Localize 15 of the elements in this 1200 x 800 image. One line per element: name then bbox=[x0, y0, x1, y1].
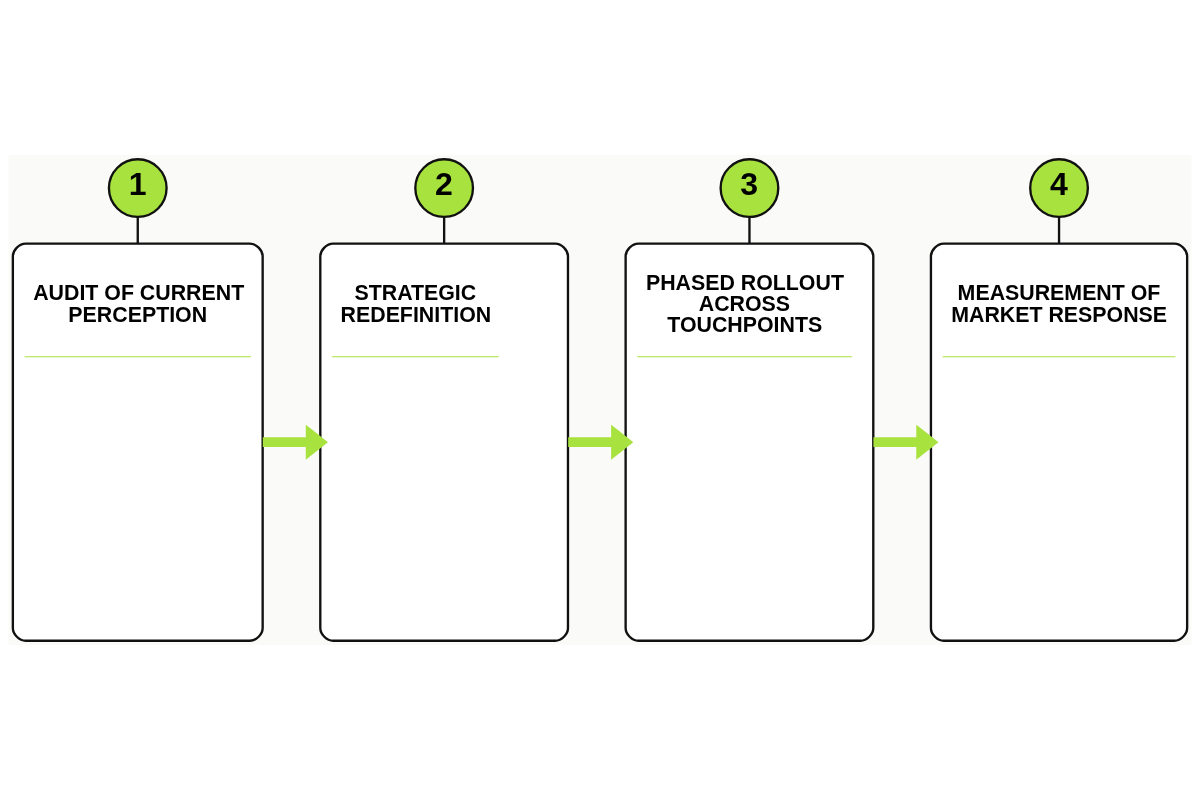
node-box: MEASUREMENT OF MARKET RESPONSE bbox=[929, 242, 1189, 642]
arrow bbox=[873, 424, 939, 460]
arrow bbox=[262, 424, 328, 460]
node-box: STRATEGIC REDEFINITION bbox=[319, 242, 570, 642]
connector bbox=[136, 216, 139, 244]
node-circle: 1 bbox=[107, 158, 168, 219]
arrow bbox=[568, 424, 634, 460]
connector bbox=[748, 216, 751, 244]
node-box: PHASED ROLLOUT ACROSS TOUCHPOINTS bbox=[624, 242, 875, 642]
connector bbox=[442, 216, 446, 244]
node-circle: 3 bbox=[719, 158, 780, 219]
node-box: AUDIT OF CURRENT PERCEPTION bbox=[11, 242, 264, 642]
node-circle: 4 bbox=[1029, 158, 1090, 219]
node-circle: 2 bbox=[414, 158, 475, 219]
connector bbox=[1057, 216, 1061, 244]
